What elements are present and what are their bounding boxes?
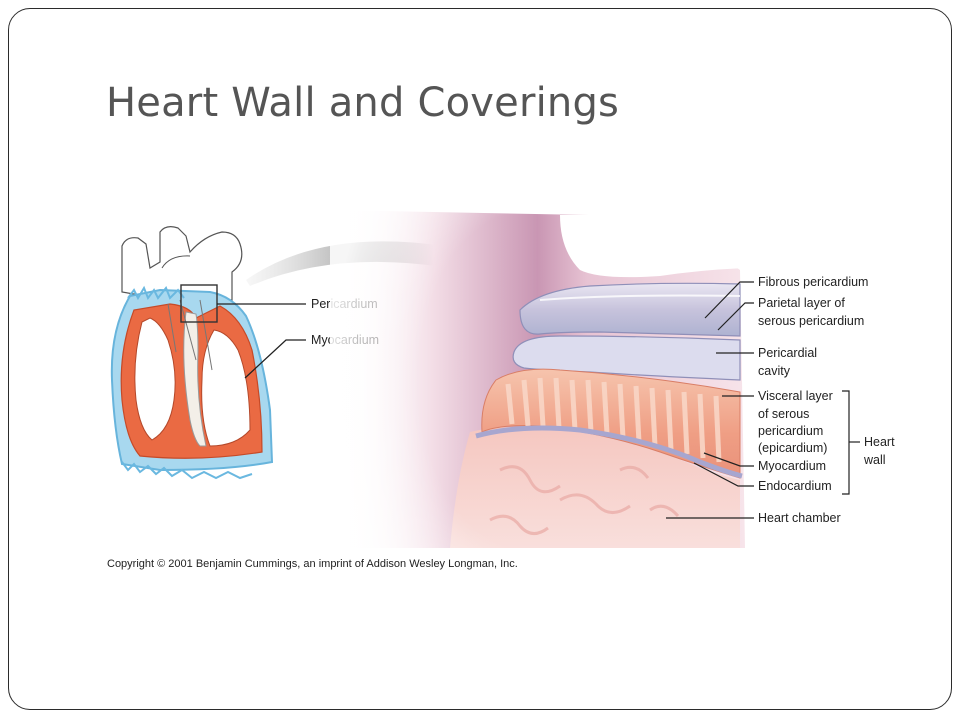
slide-title: Heart Wall and Coverings	[106, 80, 620, 126]
label-heart-wall-2: wall	[863, 453, 886, 467]
label-fibrous-pericardium: Fibrous pericardium	[758, 275, 868, 289]
heart-section-illustration	[110, 226, 274, 480]
label-visceral-layer-4: (epicardium)	[758, 441, 827, 455]
label-heart-wall-1: Heart	[864, 435, 895, 449]
label-visceral-layer-2: of serous	[758, 407, 809, 421]
label-parietal-layer-2: serous pericardium	[758, 314, 864, 328]
label-visceral-layer-3: pericardium	[758, 424, 823, 438]
magnified-wall-illustration	[330, 210, 745, 550]
label-endocardium: Endocardium	[758, 479, 832, 493]
copyright-notice: Copyright © 2001 Benjamin Cummings, an i…	[107, 558, 518, 570]
label-parietal-layer-1: Parietal layer of	[758, 296, 845, 310]
label-myocardium-right: Myocardium	[758, 459, 826, 473]
label-visceral-layer-1: Visceral layer	[758, 389, 833, 403]
label-pericardial-cavity-1: Pericardial	[758, 346, 817, 360]
label-pericardial-cavity-2: cavity	[758, 364, 791, 378]
label-heart-chamber: Heart chamber	[758, 511, 841, 525]
